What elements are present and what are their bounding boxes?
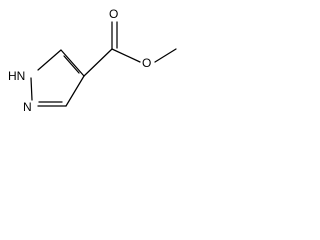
atom-label-nh: HN xyxy=(8,69,25,83)
bond-carbonyl-ester-o xyxy=(111,48,141,63)
atom-label-carbonyl-o: O xyxy=(109,7,118,21)
bond-c4-c3 xyxy=(65,75,85,107)
pyrazole-ester-structure: HN N O O xyxy=(8,7,177,114)
atom-label-n: N xyxy=(23,100,32,114)
bond-ester-o-methyl xyxy=(154,48,177,63)
structure-canvas: HN N O O xyxy=(0,0,188,126)
bond-n1-c5 xyxy=(37,49,62,71)
atom-label-ester-o: O xyxy=(142,56,151,70)
bond-n2-n1 xyxy=(30,77,33,101)
bond-c5-c4-inner xyxy=(63,55,80,74)
bond-c5-c4 xyxy=(60,49,85,77)
bond-c4-carbonyl xyxy=(83,48,113,77)
